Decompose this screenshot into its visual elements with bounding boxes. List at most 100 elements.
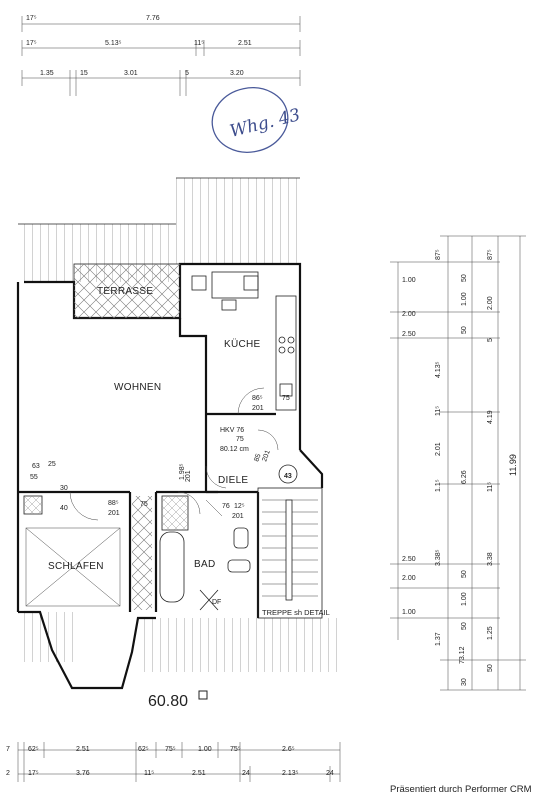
- footer-credit: Präsentiert durch Performer CRM: [390, 784, 532, 795]
- doors: [69, 387, 298, 521]
- top-dim-2: 7.76: [146, 15, 160, 22]
- label-bad: BAD: [194, 559, 215, 570]
- right-dimensions: 1.00 2.00 2.50 2.50 2.00 1.00 87⁵ 4.13⁵ …: [390, 235, 526, 691]
- label-schlafen: SCHLAFEN: [48, 561, 104, 572]
- right-b-6: 1.37: [435, 632, 442, 646]
- right-b-0: 87⁵: [435, 249, 442, 260]
- right-d-0: 87⁵: [487, 249, 494, 260]
- note-diele-201b: 201: [185, 470, 192, 482]
- note-schlafen-door-w: 88⁵: [108, 500, 119, 507]
- note-bad-75: 75: [140, 501, 148, 508]
- right-c-7: 30: [461, 678, 468, 686]
- top-dim-7: 1.35: [40, 70, 54, 77]
- label-terrasse: TERRASSE: [97, 286, 153, 297]
- right-total: 11.99: [508, 454, 518, 476]
- plan-annotations: 86⁵ 201 75 HKV 76 75 80.12 cm 85 201 63 …: [30, 395, 292, 606]
- bottom-r2-2: 3.76: [76, 770, 90, 777]
- right-d-4: 11⁵: [487, 482, 494, 492]
- right-a-4: 2.00: [402, 575, 416, 582]
- roof-areas: [18, 177, 340, 672]
- note-door-kueche: 201: [252, 405, 264, 412]
- right-a-1: 2.00: [402, 311, 416, 318]
- bottom-r2-5: 24: [242, 770, 250, 777]
- right-c-2: 50: [461, 326, 468, 334]
- label-wohnen: WOHNEN: [114, 382, 161, 393]
- right-b-1: 4.13⁵: [435, 361, 442, 378]
- right-b-5: 3.38⁵: [435, 549, 442, 566]
- right-c-3: 6.26: [461, 470, 468, 484]
- note-door-kueche-w: 86⁵: [252, 395, 263, 402]
- right-c-4: 50: [461, 570, 468, 578]
- top-dim-4: 5.13⁵: [105, 40, 122, 47]
- bottom-r1-3: 62⁵: [138, 746, 149, 753]
- bottom-r2-6: 2.13⁵: [282, 770, 299, 777]
- top-dim-11: 3.20: [230, 70, 244, 77]
- bath-fixtures: [132, 495, 251, 611]
- note-hkv-80: 80.12 cm: [220, 446, 249, 453]
- top-dimensions: 17⁵ 7.76 17⁵ 5.13⁵ 11⁵ 2.51 1.35 15 3.01…: [21, 15, 301, 96]
- label-diele: DIELE: [218, 475, 248, 486]
- label-kueche: KÜCHE: [224, 338, 261, 350]
- note-unit-no: 43: [284, 473, 292, 480]
- note-d201c: 201: [261, 449, 272, 462]
- bottom-r2-1: 17⁵: [28, 770, 39, 777]
- right-b-7: 73.12: [459, 646, 466, 664]
- top-dim-6: 2.51: [238, 40, 252, 47]
- bottom-r1-7: 2.6⁵: [282, 746, 295, 753]
- note-hkv: HKV 76: [220, 427, 244, 434]
- bottom-dimensions: 7 62⁵ 2.51 62⁵ 75⁵ 1.00 75⁵ 2.6⁵ 2 17⁵ 3…: [6, 742, 341, 782]
- note-k75: 75: [282, 395, 290, 402]
- right-d-7: 50: [487, 664, 494, 672]
- kitchen-furniture: [191, 271, 297, 411]
- right-c-1: 1.00: [461, 292, 468, 306]
- stamp-text: Whg. 43: [228, 105, 302, 142]
- top-dim-1: 17⁵: [26, 15, 37, 22]
- right-d-6: 1.25: [487, 626, 494, 640]
- bottom-r2-0: 2: [6, 770, 10, 777]
- note-diele-201: 201: [232, 513, 244, 520]
- note-wohnen-30: 30: [60, 485, 68, 492]
- area-value: 60.80: [148, 693, 188, 710]
- note-schlafen-door-h: 201: [108, 510, 120, 517]
- bedroom-bed: [23, 495, 121, 607]
- right-a-5: 1.00: [402, 609, 416, 616]
- bottom-r2-4: 2.51: [192, 770, 206, 777]
- right-b-3: 2.01: [435, 442, 442, 456]
- note-diele-12: 12⁵: [234, 503, 245, 510]
- right-a-3: 2.50: [402, 556, 416, 563]
- right-c-0: 50: [461, 274, 468, 282]
- right-a-0: 1.00: [402, 277, 416, 284]
- bottom-r2-3: 11⁵: [144, 770, 154, 777]
- top-dim-9: 3.01: [124, 70, 138, 77]
- top-dim-5: 11⁵: [194, 40, 204, 47]
- right-d-1: 2.00: [487, 296, 494, 310]
- top-dim-10: 5: [185, 70, 189, 77]
- bottom-r1-0: 7: [6, 746, 10, 753]
- right-b-4: 1.1⁵: [435, 479, 442, 492]
- unit-stamp: Whg. 43: [211, 87, 302, 153]
- bottom-r1-2: 2.51: [76, 746, 90, 753]
- note-wohnen-25: 25: [48, 461, 56, 468]
- room-labels: TERRASSE KÜCHE WOHNEN DIELE SCHLAFEN BAD…: [48, 286, 330, 617]
- bottom-r2-7: 24: [326, 770, 334, 777]
- note-df: DF: [212, 599, 221, 606]
- right-d-2: 5: [487, 338, 494, 342]
- note-wohnen-63: 63: [32, 463, 40, 470]
- note-schlafen-40: 40: [60, 505, 68, 512]
- right-b-2: 11⁵: [435, 406, 442, 416]
- right-d-5: 3.38: [487, 552, 494, 566]
- right-c-5: 1.00: [461, 592, 468, 606]
- note-wohnen-55: 55: [30, 474, 38, 481]
- bottom-r1-6: 75⁵: [230, 746, 241, 753]
- bottom-r1-4: 75⁵: [165, 746, 176, 753]
- label-treppe: TREPPE sh DETAIL: [262, 608, 330, 617]
- staircase: [257, 487, 323, 619]
- top-dim-8: 15: [80, 70, 88, 77]
- right-a-2: 2.50: [402, 331, 416, 338]
- note-diele-76: 76: [222, 503, 230, 510]
- top-dim-3: 17⁵: [26, 40, 37, 47]
- right-d-3: 4.19: [487, 410, 494, 424]
- area-label: 60.80: [148, 690, 208, 710]
